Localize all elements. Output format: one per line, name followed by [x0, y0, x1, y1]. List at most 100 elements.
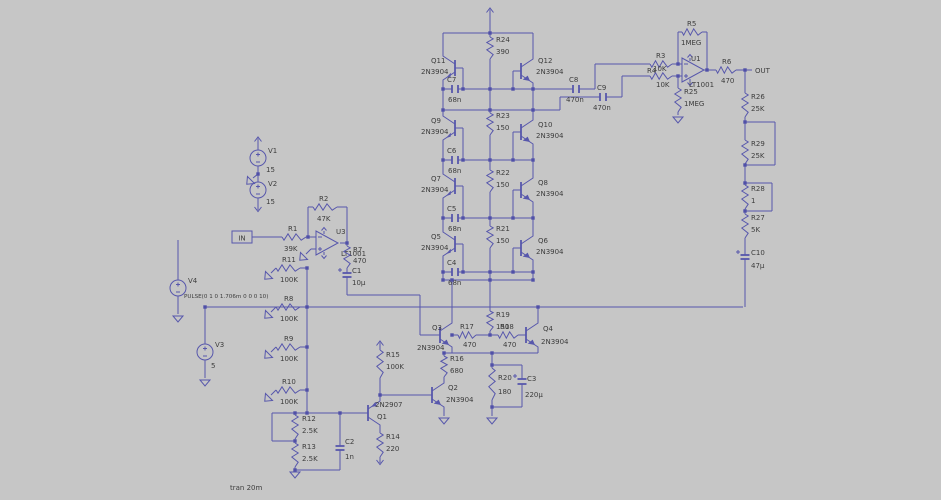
voltage-source-icon	[249, 149, 267, 167]
label: R5	[687, 20, 696, 28]
label: PULSE(0 1 0 1.706m 0 0 0 10)	[184, 294, 268, 300]
label: R8	[284, 295, 293, 303]
label: C3	[527, 375, 536, 383]
label: 10µ	[352, 279, 366, 287]
label: 10K	[656, 81, 670, 89]
label: V2	[268, 180, 277, 188]
label: 220	[386, 445, 399, 453]
label: Q3	[432, 324, 442, 332]
label: R19	[496, 311, 510, 319]
label: OUT	[755, 67, 771, 75]
ground-icon	[198, 379, 212, 387]
component-V3[interactable]: V35	[196, 341, 224, 370]
component-Q3[interactable]: Q3 2N3904	[417, 317, 453, 353]
component-C1[interactable]: C1 10µ	[338, 267, 366, 287]
label: R23	[496, 112, 510, 120]
label: R14	[386, 433, 400, 441]
label: 470	[503, 341, 516, 349]
label: 2N3904	[541, 338, 569, 346]
label: C2	[345, 438, 354, 446]
label: 2N3904	[421, 186, 449, 194]
label: 15	[266, 198, 275, 206]
label: R29	[751, 140, 765, 148]
label: 25K	[751, 105, 765, 113]
label: 68n	[448, 167, 461, 175]
label: R11	[282, 256, 296, 264]
label: 2N3904	[421, 68, 449, 76]
label: C1	[352, 267, 361, 275]
label: 1	[751, 197, 755, 205]
component-R18[interactable]: R18 470	[497, 323, 519, 349]
label: R18	[500, 323, 514, 331]
label: R2	[319, 195, 328, 203]
label: Q6	[538, 237, 549, 245]
label: 2N3904	[446, 396, 474, 404]
component-Q4[interactable]: Q4 2N3904	[518, 317, 569, 353]
label: 2.5K	[302, 455, 318, 463]
component-R5[interactable]: R5 1MEG	[681, 20, 703, 47]
label: 1MEG	[681, 39, 701, 47]
label: R1	[288, 225, 297, 233]
label: Q4	[543, 325, 554, 333]
label: 150	[496, 237, 509, 245]
label: Q2	[448, 384, 458, 392]
component-Q2[interactable]: Q2 2N3904	[424, 377, 474, 413]
label: Q9	[431, 117, 441, 125]
label: 2N3904	[417, 344, 445, 352]
component-V2[interactable]: V2 15	[249, 180, 277, 206]
component-R14[interactable]: R14 220	[375, 432, 401, 458]
opamp-icon	[315, 230, 340, 256]
junction-dots	[203, 31, 747, 472]
supply-arrows	[254, 7, 494, 466]
